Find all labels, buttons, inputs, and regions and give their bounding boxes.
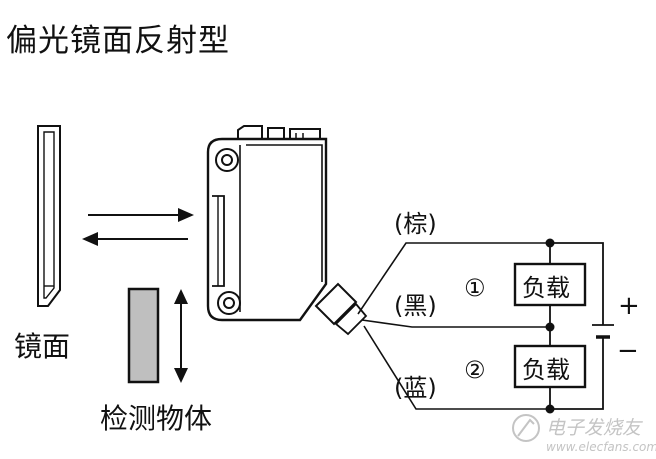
wire-label-blue: (蓝)	[394, 374, 437, 402]
page-title: 偏光镜面反射型	[6, 23, 230, 59]
load-2-label: 负载	[522, 356, 570, 384]
battery-icon	[592, 324, 614, 339]
minus-label: −	[617, 336, 639, 366]
black-wire	[361, 319, 550, 328]
object-motion-arrow	[174, 289, 188, 383]
object-label: 检测物体	[100, 402, 212, 435]
sensor-icon	[206, 125, 368, 336]
electronics-fan-logo-icon	[512, 414, 540, 442]
wire-label-brown: (棕)	[394, 210, 437, 238]
circuit	[513, 242, 604, 410]
plus-label: +	[618, 291, 640, 321]
mirror-label: 镜面	[14, 330, 70, 363]
output-1-label: ①	[464, 274, 486, 302]
junction-dot-top	[545, 238, 555, 248]
wire-label-black: (黑)	[394, 292, 437, 320]
junction-dot-bottom	[545, 404, 555, 414]
brown-wire	[357, 242, 550, 315]
load-1-label: 负载	[522, 274, 570, 302]
watermark-text: 电子发烧友	[546, 417, 643, 439]
junction-dot-middle	[545, 322, 555, 332]
output-2-label: ②	[464, 356, 486, 384]
junction-dots	[545, 238, 555, 414]
mirror-icon	[37, 125, 61, 307]
wires	[357, 242, 550, 410]
detection-object-icon	[127, 287, 160, 384]
watermark-url: www.elecfans.com	[546, 440, 656, 454]
watermark: 电子发烧友 www.elecfans.com	[512, 414, 656, 454]
blue-wire	[363, 325, 550, 410]
light-arrows	[82, 208, 194, 246]
